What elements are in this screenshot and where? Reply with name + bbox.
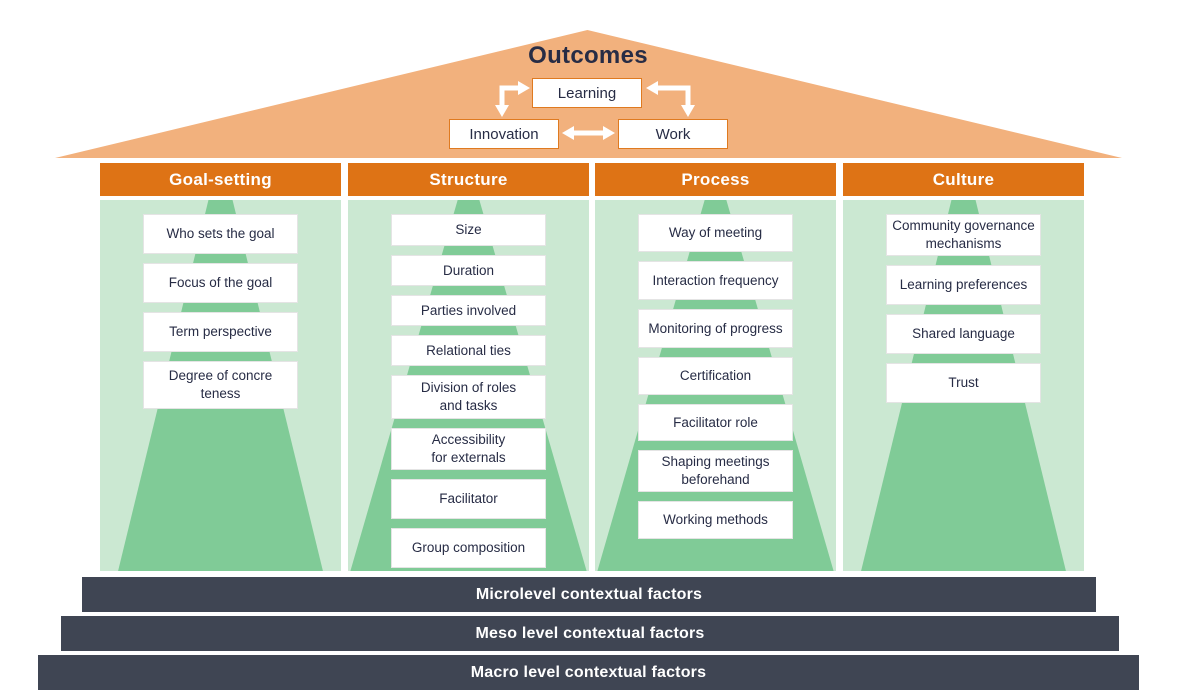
factor-box: Shaping meetings beforehand xyxy=(638,450,793,492)
factor-box: Interaction frequency xyxy=(638,261,793,300)
roof-node-learning: Learning xyxy=(532,78,642,108)
roof-title: Outcomes xyxy=(528,42,648,69)
factor-box: Learning preferences xyxy=(886,265,1041,305)
goal-setting-factors: Who sets the goal Focus of the goal Term… xyxy=(143,214,298,409)
column-header-goal-setting: Goal-setting xyxy=(100,163,341,196)
column-panel-culture: Community governance mechanisms Learning… xyxy=(843,200,1084,571)
factor-box: Facilitator xyxy=(391,479,546,519)
factor-box: Group composition xyxy=(391,528,546,568)
factor-box: Parties involved xyxy=(391,295,546,326)
roof-node-innovation: Innovation xyxy=(449,119,559,149)
context-bar-meso: Meso level contextual factors xyxy=(61,616,1119,651)
column-header-structure: Structure xyxy=(348,163,589,196)
factor-box: Trust xyxy=(886,363,1041,403)
roof-node-work: Work xyxy=(618,119,728,149)
factor-box: Focus of the goal xyxy=(143,263,298,303)
factor-box: Term perspective xyxy=(143,312,298,352)
factor-box: Division of roles and tasks xyxy=(391,375,546,419)
factor-box: Certification xyxy=(638,357,793,395)
structure-factors: Size Duration Parties involved Relationa… xyxy=(391,214,546,568)
factor-box: Duration xyxy=(391,255,546,286)
factor-box: Relational ties xyxy=(391,335,546,366)
column-panel-structure: Size Duration Parties involved Relationa… xyxy=(348,200,589,571)
factor-box: Size xyxy=(391,214,546,246)
factor-box: Shared language xyxy=(886,314,1041,354)
factor-box: Facilitator role xyxy=(638,404,793,441)
column-panel-goal-setting: Who sets the goal Focus of the goal Term… xyxy=(100,200,341,571)
context-bar-micro: Microlevel contextual factors xyxy=(82,577,1096,612)
column-header-process: Process xyxy=(595,163,836,196)
factor-box: Who sets the goal xyxy=(143,214,298,254)
column-panel-process: Way of meeting Interaction frequency Mon… xyxy=(595,200,836,571)
process-factors: Way of meeting Interaction frequency Mon… xyxy=(638,214,793,539)
factor-box: Degree of concre teness xyxy=(143,361,298,409)
context-bar-macro: Macro level contextual factors xyxy=(38,655,1139,690)
factor-box: Monitoring of progress xyxy=(638,309,793,348)
factor-box: Way of meeting xyxy=(638,214,793,252)
column-header-culture: Culture xyxy=(843,163,1084,196)
factor-box: Community governance mechanisms xyxy=(886,214,1041,256)
factor-box: Accessibility for externals xyxy=(391,428,546,470)
factor-box: Working methods xyxy=(638,501,793,539)
culture-factors: Community governance mechanisms Learning… xyxy=(886,214,1041,403)
